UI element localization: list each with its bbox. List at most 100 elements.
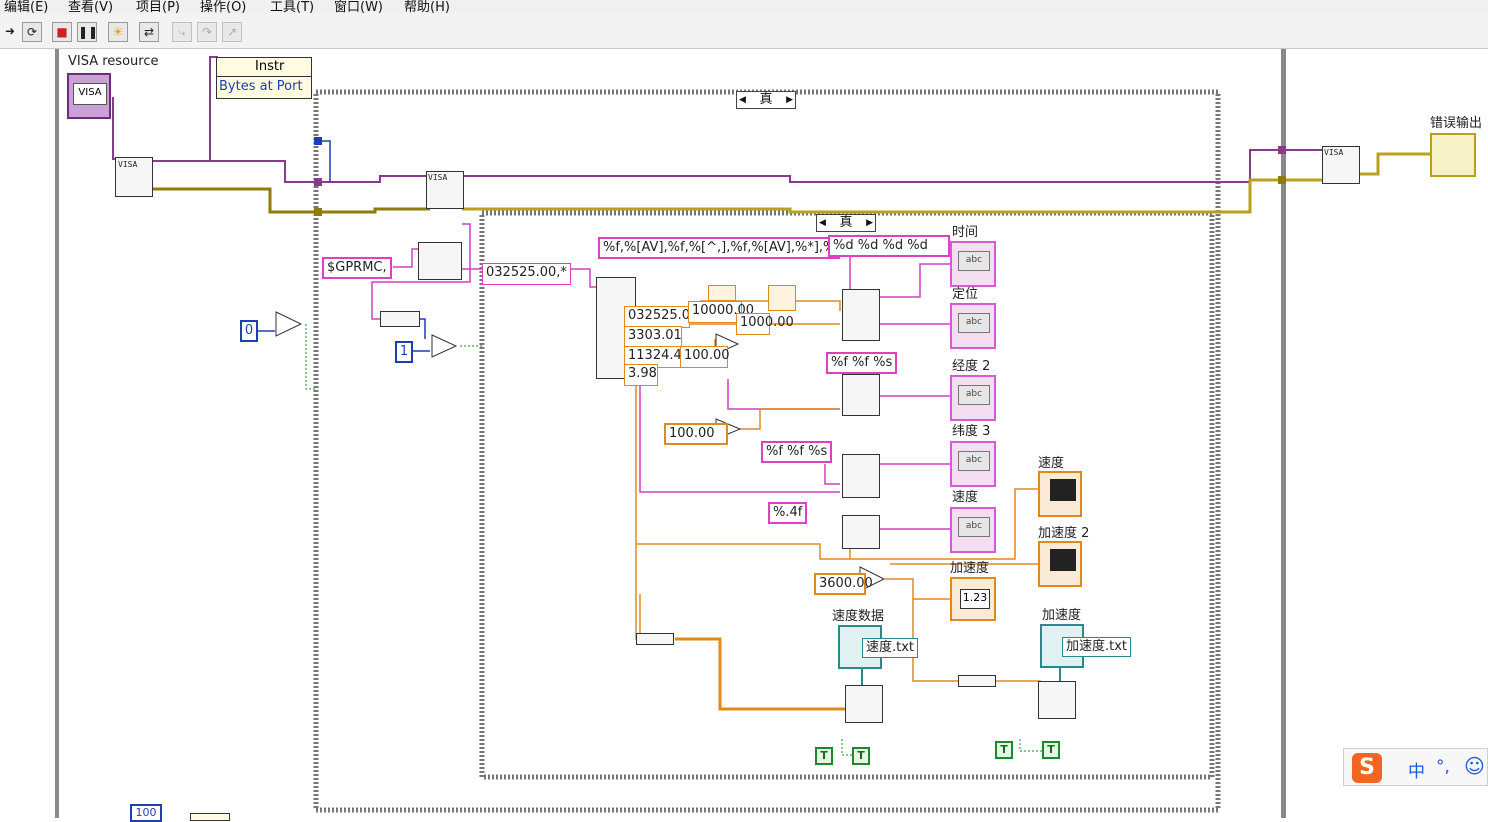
pause-button[interactable]: ❚❚ (77, 22, 98, 42)
step-into-button[interactable]: ⤷ (172, 22, 192, 42)
inner-case-selector[interactable]: ◀ 真 ▶ (816, 214, 876, 232)
menu-operate[interactable]: 操作(O) (200, 0, 247, 15)
longitude-indicator: abc (950, 375, 996, 421)
ime-logo-icon[interactable]: S (1352, 753, 1382, 783)
longitude-indicator-text: abc (958, 385, 990, 405)
latitude-format-string-constant[interactable]: %f %f %s (761, 441, 833, 463)
scan-output-latitude: 3303.01 (624, 326, 682, 348)
error-out-indicator (1430, 133, 1476, 177)
menu-edit[interactable]: 编辑(E) (4, 0, 49, 15)
constant-3600[interactable]: 3600.00 (814, 573, 873, 595)
error-out-label: 错误输出 (1430, 116, 1483, 131)
abort-button[interactable]: ■ (52, 22, 72, 42)
visa-resource-control[interactable]: VISA (67, 73, 111, 119)
menu-view[interactable]: 查看(V) (68, 0, 114, 15)
format-latitude-node[interactable] (842, 454, 880, 498)
time-indicator: abc (950, 241, 996, 287)
time-format-string-constant[interactable]: %d %d %d %d (828, 235, 950, 257)
numeric-indicator-label: 加速度 (950, 561, 990, 576)
while-loop-right-border (1281, 49, 1286, 818)
position-indicator: abc (950, 303, 996, 349)
format-longitude-node[interactable] (842, 374, 880, 416)
inner-case-right-arrow[interactable]: ▶ (866, 218, 873, 228)
step-over-button[interactable]: ↷ (197, 22, 217, 42)
speed-format-string-constant[interactable]: %.4f (768, 502, 808, 524)
quotient-node-2[interactable] (768, 285, 796, 311)
zero-constant[interactable]: 0 (240, 320, 258, 342)
outer-case-value: 真 (759, 92, 773, 107)
build-array-node-speed[interactable] (636, 633, 674, 645)
acceleration-file-path[interactable]: 加速度.txt (1062, 637, 1132, 657)
match-pattern-node[interactable] (418, 242, 462, 280)
highlight-execution-button[interactable]: ☀ (108, 22, 128, 42)
true-constant-4[interactable]: T (1042, 741, 1060, 759)
true-constant-1[interactable]: T (815, 747, 833, 765)
visa-read-node[interactable]: VISA (426, 171, 464, 209)
true-constant-3[interactable]: T (995, 741, 1013, 759)
ime-toolbar[interactable]: S 中 °, ☺ (1343, 748, 1488, 786)
format-time-node[interactable] (842, 289, 880, 341)
inner-case-left-arrow[interactable]: ◀ (819, 218, 826, 228)
constant-1000[interactable]: 1000.00 (736, 313, 794, 335)
scan-format-string-constant[interactable]: %f,%[AV],%f,%[^,],%f,%[AV],%*],% (598, 237, 840, 259)
outer-case-left-arrow[interactable]: ◀ (739, 95, 746, 105)
visa-close-node[interactable]: VISA (1322, 146, 1360, 184)
visa-serial-node-text: VISA (118, 160, 138, 169)
scan-output-longitude: 11324.42 (624, 346, 690, 368)
ime-punctuation-toggle[interactable]: °, (1436, 757, 1450, 777)
visa-read-node-text: VISA (428, 173, 448, 182)
latitude-indicator: abc (950, 441, 996, 487)
menu-bar: 编辑(E) 查看(V) 项目(P) 操作(O) 工具(T) 窗口(W) 帮助(H… (0, 0, 1488, 15)
chart-label-acceleration: 加速度 2 (1038, 526, 1090, 541)
constant-100[interactable]: 100.00 (680, 346, 730, 368)
ime-emoji-icon[interactable]: ☺ (1464, 754, 1485, 778)
speed-file-path[interactable]: 速度.txt (862, 638, 919, 658)
position-indicator-text: abc (958, 313, 990, 333)
step-out-button[interactable]: ↗ (222, 22, 242, 42)
property-node-class: Instr (217, 58, 311, 77)
scan-output-time: 032525.00 (624, 306, 698, 328)
run-button[interactable]: ➜ (4, 24, 16, 38)
visa-close-node-text: VISA (1324, 148, 1344, 157)
indicator-label-longitude: 经度 2 (952, 359, 991, 374)
toolbar: ➜ ⟳ ■ ❚❚ ☀ ⇄ ⤷ ↷ ↗ (0, 14, 1488, 49)
run-continuously-button[interactable]: ⟳ (22, 22, 42, 42)
constant-100-b[interactable]: 100.00 (664, 423, 728, 445)
search-result-string: 032525.00,* (482, 263, 571, 285)
true-constant-2[interactable]: T (852, 747, 870, 765)
numeric-indicator-value: 1.23 (960, 589, 990, 609)
gprmc-string-constant[interactable]: $GPRMC, (322, 257, 392, 279)
menu-project[interactable]: 项目(P) (136, 0, 180, 15)
string-length-node[interactable] (380, 311, 420, 327)
scan-output-speed: 3.98 (624, 364, 658, 386)
outer-case-right-arrow[interactable]: ▶ (786, 95, 793, 105)
write-spreadsheet-speed-node[interactable] (845, 685, 883, 723)
case-tunnel-int (314, 137, 322, 145)
loop-tunnel-error (1278, 176, 1286, 184)
speed-indicator-text: abc (958, 517, 990, 537)
constant-10000[interactable]: 10000.00 (688, 301, 754, 323)
menu-tools[interactable]: 工具(T) (270, 0, 315, 15)
wires (112, 56, 1432, 813)
outer-case-selector[interactable]: ◀ 真 ▶ (736, 91, 796, 109)
indicator-label-position: 定位 (952, 287, 979, 302)
one-constant[interactable]: 1 (395, 341, 413, 363)
format-speed-node[interactable] (842, 515, 880, 549)
property-node[interactable]: Instr Bytes at Port (216, 57, 312, 99)
longitude-format-string-constant[interactable]: %f %f %s (826, 352, 898, 374)
case-tunnel-visa (314, 178, 322, 186)
menu-help[interactable]: 帮助(H) (404, 0, 450, 15)
acceleration-numeric-indicator: 1.23 (950, 577, 996, 621)
latitude-indicator-text: abc (958, 451, 990, 471)
ime-language-toggle[interactable]: 中 (1408, 762, 1425, 782)
bottom-node (190, 813, 230, 821)
chart-label-speed: 速度 (1038, 456, 1065, 471)
visa-configure-serial-node[interactable]: VISA (115, 157, 153, 197)
write-spreadsheet-acceleration-node[interactable] (1038, 681, 1076, 719)
quotient-node[interactable] (708, 285, 736, 301)
constant-100-bottom[interactable]: 100 (130, 804, 162, 822)
retain-wire-values-button[interactable]: ⇄ (139, 22, 159, 42)
block-diagram[interactable]: VISA resource VISA VISA Instr Bytes at P… (0, 49, 1488, 822)
menu-window[interactable]: 窗口(W) (334, 0, 383, 15)
build-array-node-acceleration[interactable] (958, 675, 996, 687)
